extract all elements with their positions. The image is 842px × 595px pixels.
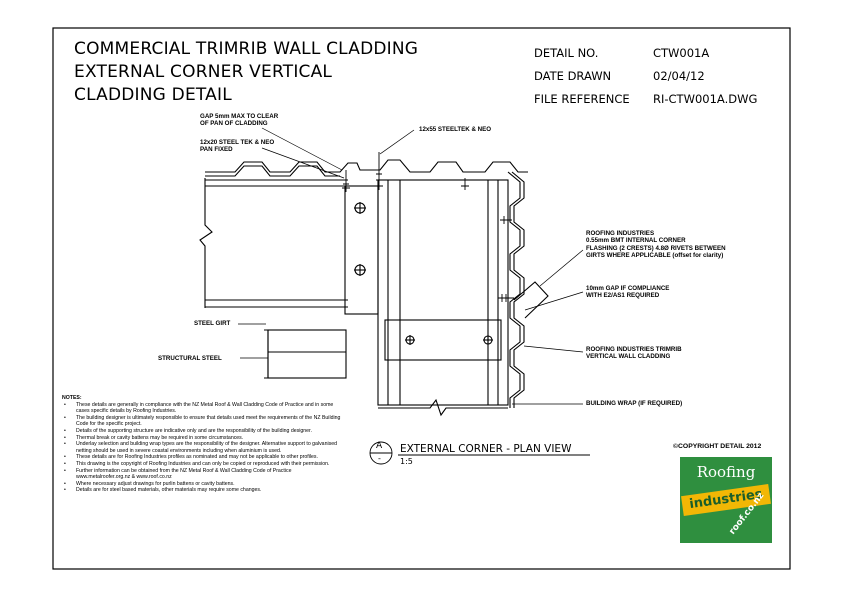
screw-top-right — [461, 178, 469, 190]
cleat-plate — [344, 185, 379, 315]
note-item: Further information can be obtained from… — [64, 468, 347, 481]
leader-trimrib — [523, 345, 584, 353]
label-gap-10mm-line-1: 10mm GAP IF COMPLIANCE — [586, 285, 670, 292]
title-line-1: COMMERCIAL TRIMRIB WALL CLADDING — [74, 39, 419, 59]
label-internal-corner-line-3: FLASHING (2 CRESTS) 4.8Ø RIVETS BETWEEN — [586, 244, 726, 252]
label-internal-corner: ROOFING INDUSTRIES 0.55mm BMT INTERNAL C… — [586, 230, 726, 260]
screw-right — [500, 216, 512, 224]
date-value: 02/04/12 — [653, 69, 705, 83]
view-marker-sub: - — [378, 454, 381, 463]
sheet-border — [52, 27, 791, 570]
structural-steel-section — [264, 329, 346, 379]
top-cladding-inner — [205, 165, 340, 177]
label-trimrib-line-1: ROOFING INDUSTRIES TRIMRIB — [586, 346, 682, 353]
lower-plate — [384, 319, 502, 361]
label-gap-line-2: OF PAN OF CLADDING — [200, 120, 268, 128]
detail-no-label: DETAIL NO. — [534, 46, 599, 60]
leader-gap-10mm — [524, 291, 584, 311]
view-title: EXTERNAL CORNER - PLAN VIEW — [400, 443, 572, 455]
note-item: Details of the supporting structure are … — [64, 428, 347, 435]
note-item: Underlay selection and building wrap typ… — [64, 441, 347, 454]
structural-column — [377, 179, 509, 406]
right-cladding-inner — [511, 171, 525, 408]
label-tek-12x20-line-2: PAN FIXED — [200, 146, 233, 154]
title-line-2: EXTERNAL CORNER VERTICAL — [74, 62, 333, 82]
leader-gap — [261, 127, 343, 171]
label-internal-corner-line-4: GIRTS WHERE APPLICABLE (offset for clari… — [586, 252, 724, 260]
label-gap-10mm-line-2: WITH E2/AS1 REQUIRED — [586, 292, 660, 300]
steel-girt-assembly — [199, 159, 549, 417]
break-left — [199, 178, 213, 308]
screw-right-2 — [498, 294, 514, 302]
note-item: These details are generally in complianc… — [64, 402, 347, 415]
file-label: FILE REFERENCE — [534, 92, 630, 106]
label-internal-corner-line-2: 0.55mm BMT INTERNAL CORNER — [586, 237, 686, 245]
roofing-industries-logo: Roofing industries roof.co.nz — [680, 457, 772, 543]
label-gap: GAP 5mm MAX TO CLEAR OF PAN OF CLADDING — [200, 113, 278, 128]
notes-block: NOTES: These details are generally in co… — [62, 395, 347, 494]
note-item: Thermal break or cavity battens may be r… — [64, 435, 347, 442]
logo-word-roofing: Roofing — [696, 463, 756, 481]
corner-flashing — [513, 281, 549, 319]
copyright-text: ©COPYRIGHT DETAIL 2012 — [673, 443, 762, 450]
notes-heading: NOTES: — [62, 395, 82, 401]
view-marker-letter: A — [376, 441, 383, 451]
note-item: This drawing is the copyright of Roofing… — [64, 461, 347, 468]
note-item: Where necessary adjust drawings for purl… — [64, 481, 347, 488]
label-gap-line-1: GAP 5mm MAX TO CLEAR — [200, 113, 279, 120]
screw-12x55 — [375, 152, 383, 190]
notes-list: These details are generally in complianc… — [62, 402, 347, 494]
label-tek-12x55: 12x55 STEELTEK & NEO — [419, 126, 492, 133]
label-tek-12x20: 12x20 STEEL TEK & NEO PAN FIXED — [200, 139, 274, 154]
label-internal-corner-line-1: ROOFING INDUSTRIES — [586, 230, 655, 237]
leader-lines — [238, 127, 584, 405]
label-steel-girt: STEEL GIRT — [194, 320, 231, 327]
label-tek-12x20-line-1: 12x20 STEEL TEK & NEO — [200, 139, 275, 146]
leader-tek-12x20 — [261, 147, 345, 179]
title-line-3: CLADDING DETAIL — [74, 85, 232, 105]
leader-tek-12x55 — [379, 129, 415, 155]
label-trimrib-line-2: VERTICAL WALL CLADDING — [586, 353, 671, 361]
bottom-break-line — [378, 398, 508, 417]
leader-internal-corner — [539, 249, 584, 287]
right-cladding-profile — [507, 171, 521, 408]
detail-no-value: CTW001A — [653, 46, 710, 60]
view-marker — [369, 441, 590, 465]
fasteners — [342, 152, 514, 302]
file-value: RI-CTW001A.DWG — [653, 92, 758, 106]
screw-12x20 — [342, 170, 350, 192]
date-label: DATE DRAWN — [534, 69, 612, 83]
note-item: Details are for steel based materials, o… — [64, 487, 347, 494]
top-cladding-profile — [205, 159, 528, 173]
note-item: These details are for Roofing Industries… — [64, 454, 347, 461]
label-gap-10mm: 10mm GAP IF COMPLIANCE WITH E2/AS1 REQUI… — [586, 285, 669, 300]
label-structural-steel: STRUCTURAL STEEL — [158, 355, 222, 362]
view-scale: 1:5 — [400, 457, 413, 466]
label-building-wrap: BUILDING WRAP (IF REQUIRED) — [586, 400, 683, 407]
note-item: The building designer is ultimately resp… — [64, 415, 347, 428]
label-trimrib: ROOFING INDUSTRIES TRIMRIB VERTICAL WALL… — [586, 346, 682, 361]
